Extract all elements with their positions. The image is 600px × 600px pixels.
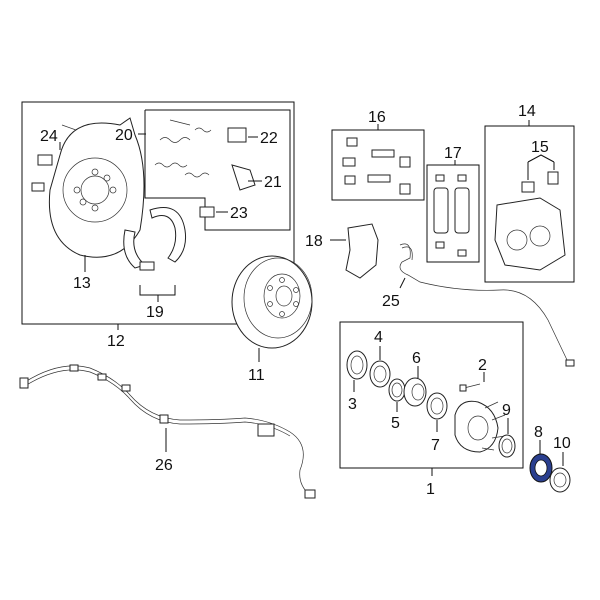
caliper-bracket	[345, 223, 379, 279]
seal-4	[369, 360, 391, 388]
abs-sensor-harness	[19, 364, 316, 499]
parking-brake-shoes	[123, 207, 186, 271]
callout-15: 15	[531, 139, 549, 156]
stud-2	[459, 383, 481, 392]
callout-4: 4	[374, 329, 383, 346]
callout-9: 9	[502, 402, 511, 419]
callout-23: 23	[230, 205, 248, 222]
callout-21: 21	[264, 174, 282, 191]
seal-3	[346, 350, 368, 380]
callout-2: 2	[478, 357, 487, 374]
clip-23	[199, 206, 215, 218]
group-box-17	[426, 164, 480, 263]
snap-ring-5	[388, 378, 406, 402]
backing-plate	[48, 117, 145, 258]
callout-6: 6	[412, 350, 421, 367]
seal-9	[498, 434, 516, 458]
callout-16: 16	[368, 109, 386, 126]
callout-5: 5	[391, 415, 400, 432]
callout-13: 13	[73, 275, 91, 292]
highlighted-seal-8	[529, 453, 553, 483]
brake-pads	[433, 174, 470, 257]
callout-8: 8	[534, 424, 543, 441]
callout-26: 26	[155, 457, 173, 474]
callout-1: 1	[426, 481, 435, 498]
caliper-bolts	[342, 137, 411, 195]
clip-22	[227, 127, 247, 143]
seal-10	[549, 467, 571, 493]
bearing-6	[403, 377, 427, 407]
lever-21	[231, 164, 256, 191]
bolt-24	[31, 124, 77, 192]
callout-12: 12	[107, 333, 125, 350]
callout-10: 10	[553, 435, 571, 452]
bearing-race-7	[426, 392, 448, 420]
callout-18: 18	[305, 233, 323, 250]
callout-11: 11	[248, 367, 265, 384]
callout-22: 22	[260, 130, 278, 147]
hardware-box	[144, 109, 291, 231]
callout-20: 20	[115, 127, 133, 144]
callout-25: 25	[382, 293, 400, 310]
callout-19: 19	[146, 304, 164, 321]
callout-7: 7	[431, 437, 440, 454]
callout-3: 3	[348, 396, 357, 413]
group-box-12	[21, 101, 295, 325]
callout-24: 24	[40, 128, 58, 145]
shoe-springs	[154, 119, 212, 178]
brake-rotor	[231, 255, 313, 349]
brake-hose	[399, 243, 575, 367]
callout-17: 17	[444, 145, 462, 162]
brake-caliper	[494, 171, 566, 271]
callout-14: 14	[518, 103, 536, 120]
wheel-hub	[454, 400, 506, 453]
